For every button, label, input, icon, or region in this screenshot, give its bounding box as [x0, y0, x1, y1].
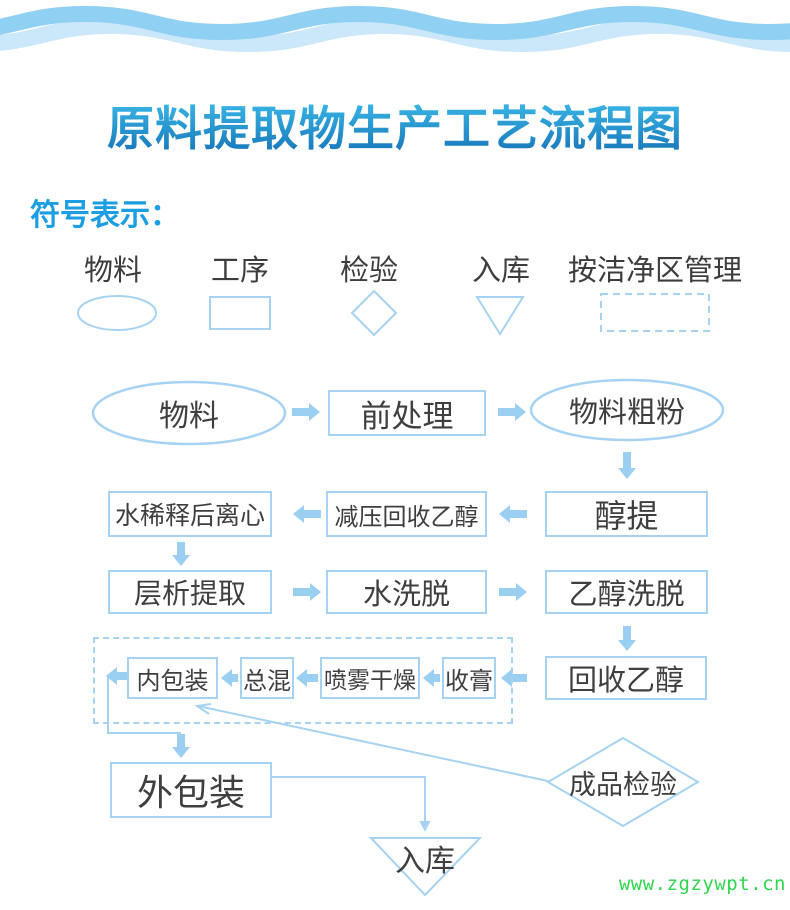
legend-dashed-rect-icon [600, 293, 710, 332]
node-total-mixing: 总混 [240, 657, 294, 699]
arrow-vacuum-to-dilution [293, 505, 321, 523]
arrow-water-elution-to-ethanol-elution [499, 583, 527, 601]
node-material: 物料 [159, 400, 219, 433]
arrow-into-outer-pack [172, 734, 190, 758]
arrow-alcohol-to-vacuum [499, 505, 527, 523]
arrowhead-warehouse [419, 821, 431, 832]
arrow-chromatography-to-water-elution [293, 583, 321, 601]
arrow-dilution-down [172, 542, 190, 566]
legend-label-inspection: 检验 [340, 255, 399, 287]
node-coarse-powder: 物料粗粉 [568, 397, 685, 429]
node-pretreatment: 前处理 [328, 390, 486, 436]
connector-inspection-to-inner-pack [197, 705, 549, 782]
page-title: 原料提取物生产工艺流程图 [0, 90, 790, 159]
node-inner-packaging: 内包装 [127, 657, 218, 699]
node-ethanol-elution: 乙醇洗脱 [545, 570, 708, 614]
warehousing-triangle [368, 837, 483, 897]
watermark: www.zgzywpt.cn [618, 873, 786, 895]
arrowhead-inspection-to-inner-pack [194, 703, 212, 715]
arrow-coarse-powder-down [618, 452, 636, 479]
connector-inner-to-outer-pack [107, 677, 181, 734]
node-alcohol-extraction: 醇提 [545, 491, 708, 537]
arrow-paste-to-spray [423, 669, 440, 687]
node-paste-collection: 收膏 [442, 657, 496, 699]
arrow-inner-pack-exit-left [106, 667, 127, 685]
legend-label-process: 工序 [211, 255, 270, 287]
node-spray-drying: 喷雾干燥 [320, 657, 420, 699]
coarse-powder-ellipse [529, 378, 725, 442]
connector-outer-pack-to-warehouse [272, 776, 426, 823]
arrow-mixing-to-inner-pack [221, 669, 238, 687]
clean-zone-dashed-box [93, 637, 513, 724]
material-ellipse [91, 380, 287, 446]
node-water-elution: 水洗脱 [326, 570, 487, 614]
legend-label-clean-zone: 按洁净区管理 [568, 255, 743, 287]
node-outer-packaging: 外包装 [110, 762, 272, 818]
legend-label-warehouse: 入库 [472, 255, 531, 287]
wave-banner [0, 5, 790, 53]
legend-diamond-icon [350, 289, 398, 337]
node-product-inspection: 成品检验 [569, 769, 677, 800]
node-vacuum-ethanol-recovery: 减压回收乙醇 [326, 491, 487, 537]
node-ethanol-recovery: 回收乙醇 [545, 656, 707, 700]
legend-label-material: 物料 [84, 255, 143, 287]
legend-heading: 符号表示： [30, 199, 180, 232]
legend-triangle-icon [475, 296, 525, 336]
node-water-dilution-centrifuge: 水稀释后离心 [108, 491, 272, 537]
arrow-recovery-to-paste [501, 669, 527, 687]
node-chromatography-extraction: 层析提取 [108, 570, 272, 614]
product-inspection-diamond [546, 736, 700, 828]
arrow-pretreatment-to-coarse-powder [498, 403, 526, 421]
legend-rect-icon [209, 296, 271, 330]
arrow-spray-to-mixing [296, 669, 318, 687]
arrow-ethanol-elution-down [618, 626, 636, 651]
wave-main-band [0, 5, 790, 41]
arrow-material-to-pretreatment [292, 403, 320, 421]
legend-ellipse-icon [77, 295, 157, 331]
node-warehousing: 入库 [395, 845, 455, 878]
